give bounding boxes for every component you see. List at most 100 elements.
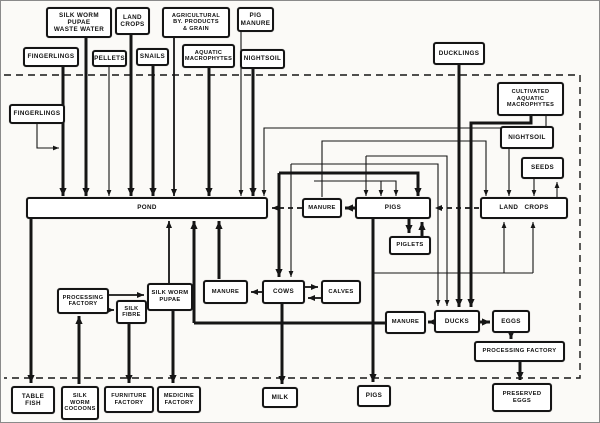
silk-fibre-box: SILK FIBRE <box>116 300 147 324</box>
aquatic-macrophytes-box: AQUATIC MACROPHYTES <box>182 44 235 68</box>
arrowhead-icon <box>238 190 244 196</box>
arrowhead-icon <box>554 182 560 188</box>
arrowhead-icon <box>405 225 413 233</box>
cows-box: COWS <box>262 280 305 304</box>
arrowhead-icon <box>166 221 172 228</box>
pig-manure-box: PIG MANURE <box>237 7 274 32</box>
arrowhead-icon <box>308 295 315 301</box>
arrowhead-icon <box>249 188 257 196</box>
manure-duck-box: MANURE <box>385 311 426 334</box>
piglets-label: PIGLETS <box>396 242 424 249</box>
arrowhead-icon <box>483 190 489 196</box>
arrowhead-icon <box>378 190 384 196</box>
furniture-factory-box: FURNITURE FACTORY <box>104 386 154 413</box>
manure-cow-label: MANURE <box>211 288 240 295</box>
arrowhead-icon <box>82 188 90 196</box>
table-fish-label: TABLE FISH <box>21 392 45 407</box>
land-crops-top-label: LAND CROPS <box>120 13 145 28</box>
seeds-label: SEEDS <box>530 164 555 172</box>
arrowhead-icon <box>482 318 490 326</box>
arrowhead-icon <box>393 190 399 196</box>
arrowhead-icon <box>149 188 157 196</box>
arrowhead-icon <box>190 221 198 229</box>
pigs-label: PIGS <box>384 204 402 212</box>
arrowhead-icon <box>363 190 369 196</box>
land-crops-top-box: LAND CROPS <box>115 7 150 35</box>
land-crops-box: LAND CROPS <box>480 197 568 219</box>
arrowhead-icon <box>261 190 267 196</box>
silk-fibre-label: SILK FIBRE <box>122 305 141 318</box>
edge-manure-pig-to-land-crops <box>321 140 487 197</box>
manure-cow-box: MANURE <box>203 280 248 304</box>
arrowhead-icon <box>501 222 507 228</box>
silk-worm-pupae-waste-water-box: SILK WORM PUPAE WASTE WATER <box>46 7 112 38</box>
edge-bus-to-ducks <box>366 155 448 306</box>
manure-pig-box: MANURE <box>302 198 342 218</box>
arrowhead-icon <box>345 204 353 212</box>
arrowhead-icon <box>59 188 67 196</box>
ducks-label: DUCKS <box>444 317 470 325</box>
calves-box: CALVES <box>321 280 361 304</box>
silk-worm-cocoons-label: SILK WORM COCOONS <box>64 393 96 413</box>
arrowhead-icon <box>27 375 35 383</box>
processing-factory-eggs-box: PROCESSING FACTORY <box>474 341 565 362</box>
pigs-out-label: PIGS <box>365 392 383 400</box>
arrowhead-icon <box>53 145 59 151</box>
medicine-factory-label: MEDICINE FACTORY <box>163 393 195 406</box>
cultivated-aquatic-macrophytes-box: CULTIVATED AQUATIC MACROPHYTES <box>497 82 564 116</box>
arrowhead-icon <box>169 375 177 383</box>
preserved-eggs-label: PRESERVED EGGS <box>502 390 542 404</box>
milk-label: MILK <box>271 393 289 401</box>
arrowhead-icon <box>171 189 177 196</box>
pellets-box: PELLETS <box>92 50 127 67</box>
pigs-out-box: PIGS <box>357 385 391 407</box>
arrowhead-icon <box>205 188 213 196</box>
edge-fingerlings-inner-to-pond-inlet <box>36 124 59 149</box>
arrowhead-icon <box>127 188 135 196</box>
edge-cultivated-aquatic-macrophytes-to-pond <box>263 116 547 196</box>
fingerlings-top-label: FINGERLINGS <box>27 53 75 61</box>
pellets-label: PELLETS <box>94 54 125 62</box>
arrowhead-icon <box>506 190 512 196</box>
land-crops-label: LAND CROPS <box>499 204 549 212</box>
pigs-box: PIGS <box>355 197 431 219</box>
arrowhead-icon <box>106 190 112 196</box>
manure-duck-label: MANURE <box>391 319 420 326</box>
arrowhead-icon <box>444 300 450 306</box>
fingerlings-top-box: FINGERLINGS <box>23 47 79 67</box>
arrowhead-icon <box>215 221 223 229</box>
arrowhead-icon <box>288 271 294 277</box>
agricultural-by-products-box: AGRICULTURAL BY. PRODUCTS & GRAIN <box>162 7 230 38</box>
piglets-box: PIGLETS <box>389 236 431 255</box>
arrowhead-icon <box>530 222 536 228</box>
aquatic-macrophytes-label: AQUATIC MACROPHYTES <box>184 49 233 62</box>
processing-factory-silk-box: PROCESSING FACTORY <box>57 288 109 314</box>
nightsoil-inner-label: NIGHTSOIL <box>508 133 546 141</box>
ducks-box: DUCKS <box>434 310 480 333</box>
arrowhead-icon <box>137 292 144 298</box>
arrowhead-icon <box>272 205 279 211</box>
arrowhead-icon <box>455 299 463 307</box>
eggs-label: EGGS <box>501 317 521 325</box>
pig-manure-label: PIG MANURE <box>240 12 271 27</box>
nightsoil-inner-box: NIGHTSOIL <box>500 126 554 149</box>
processing-factory-silk-label: PROCESSING FACTORY <box>62 294 104 307</box>
processing-factory-eggs-label: PROCESSING FACTORY <box>482 348 557 355</box>
arrowhead-icon <box>516 372 524 380</box>
arrowhead-icon <box>278 376 286 384</box>
agricultural-by-products-label: AGRICULTURAL BY. PRODUCTS & GRAIN <box>171 12 221 32</box>
preserved-eggs-box: PRESERVED EGGS <box>492 383 552 412</box>
arrowhead-icon <box>251 289 258 295</box>
arrowhead-icon <box>435 205 442 211</box>
arrowhead-icon <box>467 299 475 307</box>
arrowhead-icon <box>275 269 283 277</box>
silk-worm-pupae-label: SILK WORM PUPAE <box>151 290 189 303</box>
arrowhead-icon <box>414 188 422 196</box>
edge-bus-to-ducks <box>291 163 439 306</box>
silk-worm-pupae-waste-water-label: SILK WORM PUPAE WASTE WATER <box>53 11 105 34</box>
arrowhead-icon <box>369 374 377 382</box>
edge-cultivated-aquatic-macrophytes-to-ducks <box>469 116 533 307</box>
